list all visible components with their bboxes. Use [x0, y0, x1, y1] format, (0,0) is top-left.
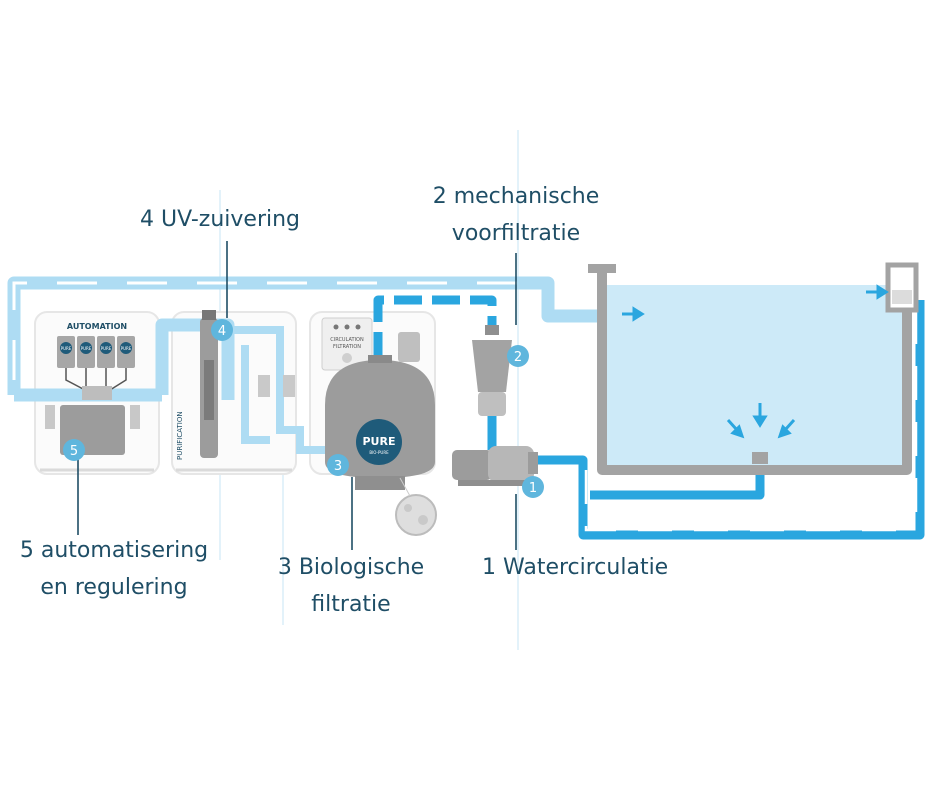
purification-panel-title: PURIFICATION — [176, 411, 184, 460]
circulation-panel-title-1: CIRCULATION — [330, 337, 364, 343]
badge-2-text: 2 — [514, 350, 522, 365]
dosing-pump-brand-3: PURE — [101, 346, 112, 351]
label-bio-line2: filtratie — [311, 592, 391, 617]
label-mech-line2: voorfiltratie — [451, 221, 581, 246]
badge-4 — [211, 319, 233, 341]
circulation-panel-title-2: FILTRATION — [333, 344, 361, 350]
badge-5 — [63, 439, 85, 461]
bottom-drain — [752, 452, 768, 464]
label-uv-purification: 4 UV-zuivering — [140, 201, 300, 238]
brand-sub: BIO-PURE — [369, 450, 389, 455]
pool-rim-left — [588, 264, 616, 273]
pool-water — [607, 285, 902, 465]
bio-media-sample — [395, 494, 437, 536]
label-biological-filtration: 3 Biologische filtratie — [270, 549, 432, 623]
brand-name: PURE — [363, 435, 396, 448]
flow-arrows — [622, 284, 889, 439]
bio-filter-tank: PURE BIO-PURE — [325, 355, 437, 536]
badge-4-text: 4 — [218, 324, 226, 339]
circulation-pump — [452, 446, 538, 486]
label-automation: 5 automatisering en regulering — [8, 532, 220, 606]
label-auto-line1: 5 automatisering — [19, 538, 209, 563]
flow-valve — [398, 332, 420, 362]
number-badges: 1 2 3 4 5 — [63, 319, 544, 498]
badge-3-text: 3 — [334, 459, 342, 474]
circulation-unit: CIRCULATION FILTRATION — [321, 317, 420, 371]
label-bio-line1: 3 Biologische — [277, 555, 425, 580]
dosing-pump-brand-1: PURE — [61, 346, 72, 351]
badge-2 — [507, 345, 529, 367]
outer-pipe-highlight — [12, 281, 540, 380]
brand-logo — [356, 419, 402, 465]
label-uv-line1: 4 UV-zuivering — [140, 207, 301, 232]
label-water-circulation: 1 Watercirculatie — [482, 549, 668, 586]
purification-piping — [233, 326, 330, 454]
leader-lines — [77, 241, 517, 550]
dosing-pump-brand-4: PURE — [121, 346, 132, 351]
badge-1 — [522, 476, 544, 498]
automation-panel-title: AUTOMATION — [67, 322, 127, 331]
label-mech-line1: 2 mechanische — [432, 184, 600, 209]
uv-unit: PURIFICATION — [176, 310, 295, 472]
badge-5-text: 5 — [70, 444, 78, 459]
mechanical-prefilter — [472, 325, 512, 416]
dosing-pump-brand-2: PURE — [81, 346, 92, 351]
badge-3 — [327, 454, 349, 476]
circulation-pipes — [373, 295, 497, 360]
label-water-line1: 1 Watercirculatie — [482, 555, 669, 580]
label-mechanical-prefiltration: 2 mechanische voorfiltratie — [426, 178, 606, 252]
pipe-highlights — [584, 310, 918, 532]
badge-1-text: 1 — [529, 481, 537, 496]
pool — [588, 262, 919, 475]
label-auto-line2: en regulering — [40, 575, 188, 600]
